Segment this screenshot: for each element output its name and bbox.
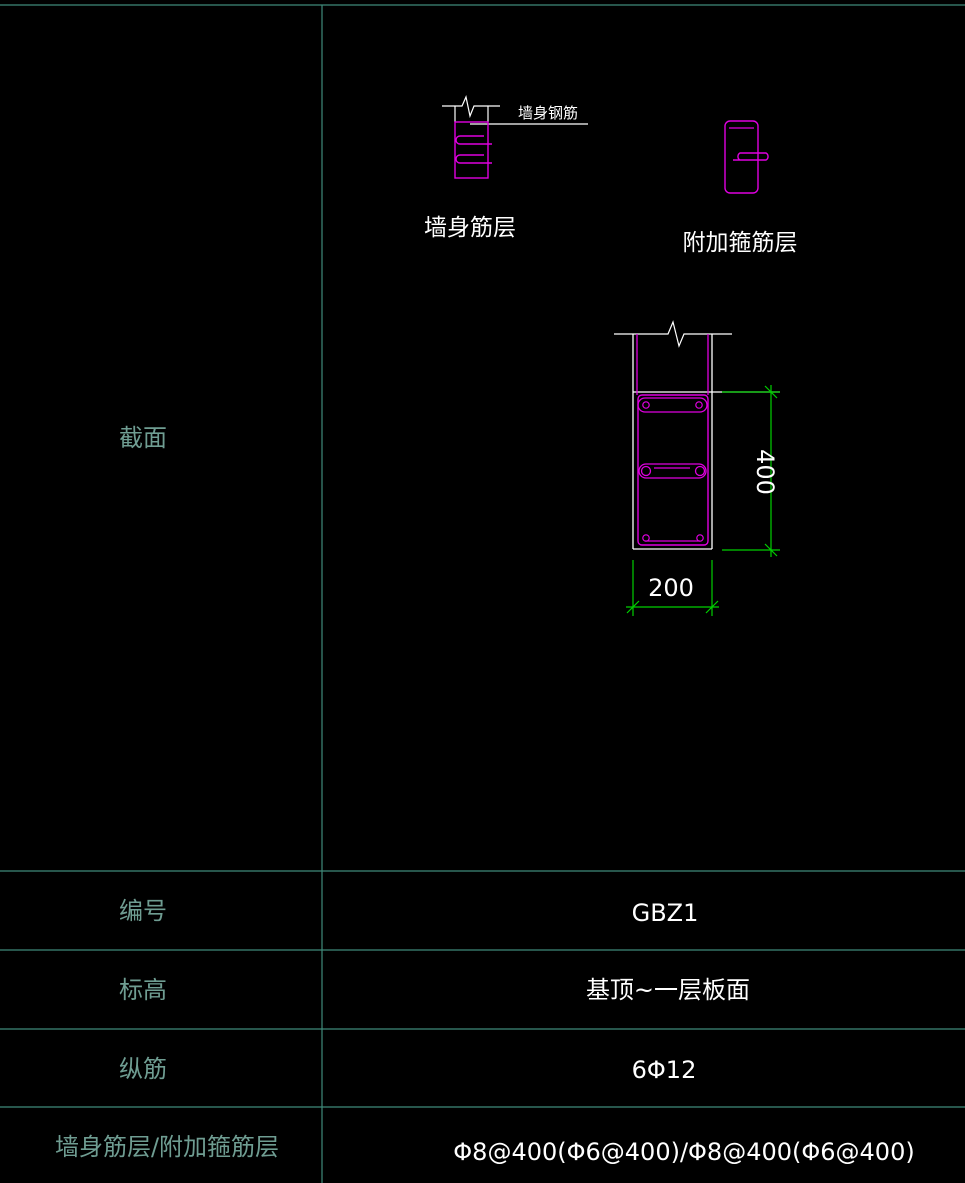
extra-tie-hook bbox=[733, 152, 769, 161]
rebar-dot bbox=[640, 465, 652, 477]
dimension-width bbox=[626, 560, 719, 616]
top-tie bbox=[637, 397, 708, 413]
table-grid bbox=[0, 4, 965, 1183]
row-value-stirrup-layers: Φ8@400(Φ6@400)/Φ8@400(Φ6@400) bbox=[453, 1138, 914, 1166]
row-label-longitudinal-bars: 纵筋 bbox=[119, 1055, 167, 1083]
dim-height-label: 400 bbox=[751, 449, 779, 495]
dim-tick bbox=[764, 385, 778, 399]
dim-width-label: 200 bbox=[648, 574, 694, 602]
wall-layer-caption: 墙身筋层 bbox=[424, 215, 516, 241]
wall-layer-stirrup bbox=[454, 121, 489, 179]
extra-layer-stirrup bbox=[724, 120, 759, 194]
row-value-elevation: 基顶~一层板面 bbox=[586, 976, 750, 1004]
break-line bbox=[442, 95, 500, 119]
column-section bbox=[614, 320, 780, 550]
row-value-id: GBZ1 bbox=[632, 899, 699, 927]
row-label-elevation: 标高 bbox=[119, 976, 167, 1004]
row-label-id: 编号 bbox=[119, 897, 167, 925]
rebar-dot bbox=[696, 534, 704, 542]
dim-tick bbox=[705, 600, 719, 614]
wall-tie-hook bbox=[455, 154, 492, 164]
wall-bar-note: 墙身钢筋 bbox=[518, 104, 578, 122]
extra-layer-caption: 附加箍筋层 bbox=[683, 230, 798, 256]
rebar-dot bbox=[642, 534, 650, 542]
middle-tie bbox=[638, 463, 707, 479]
dimension-height bbox=[722, 385, 780, 557]
wall-layer-detail: 墙身钢筋 墙身筋层 bbox=[424, 95, 588, 241]
dim-tick bbox=[626, 600, 640, 614]
wall-tie-hook bbox=[455, 135, 492, 145]
section-label: 截面 bbox=[119, 424, 167, 452]
section-break-line bbox=[614, 320, 732, 348]
dim-tick bbox=[764, 543, 778, 557]
row-label-stirrup-layers: 墙身筋层/附加箍筋层 bbox=[55, 1133, 279, 1161]
rebar-dot bbox=[695, 401, 703, 409]
rebar-dot bbox=[642, 401, 650, 409]
rebar-dot bbox=[694, 465, 706, 477]
extra-layer-detail: 附加箍筋层 bbox=[683, 120, 798, 256]
column-stirrup bbox=[637, 394, 709, 546]
row-value-longitudinal-bars: 6Φ12 bbox=[632, 1056, 697, 1084]
